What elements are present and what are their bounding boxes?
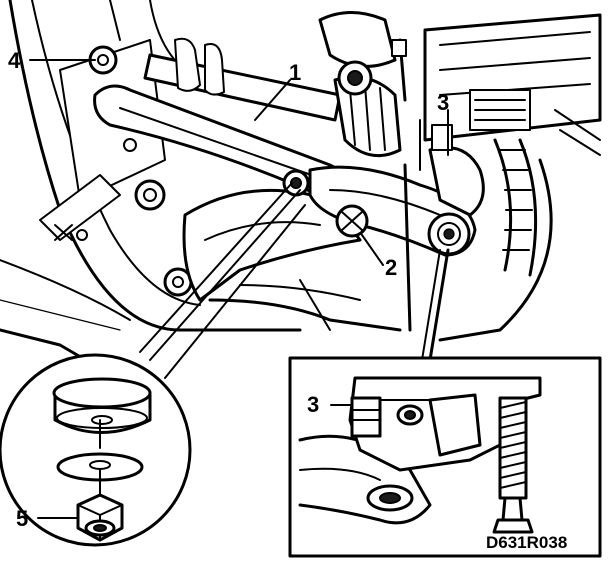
callout-1: 1 (289, 60, 301, 85)
callout-2: 2 (385, 255, 397, 280)
upper-bush (52, 377, 152, 434)
nut-5 (76, 493, 124, 542)
callout-labels: 4 1 3 2 5 3 D631R038 (8, 48, 567, 552)
main-view (0, 0, 602, 382)
hub-and-disc (391, 13, 602, 342)
drawing-code: D631R038 (486, 533, 567, 552)
callout-5: 5 (16, 506, 28, 531)
callout-leaders (29, 59, 450, 362)
callout-3-inset: 3 (307, 392, 319, 417)
puller-spindle (492, 396, 534, 534)
drive-shaft (143, 11, 402, 158)
callout-4: 4 (8, 48, 21, 73)
callout-3: 3 (437, 90, 449, 115)
detail-leader-beams (139, 182, 306, 379)
bush-detail (0, 353, 192, 547)
puller-inset (288, 356, 602, 558)
control-arm (93, 84, 477, 257)
